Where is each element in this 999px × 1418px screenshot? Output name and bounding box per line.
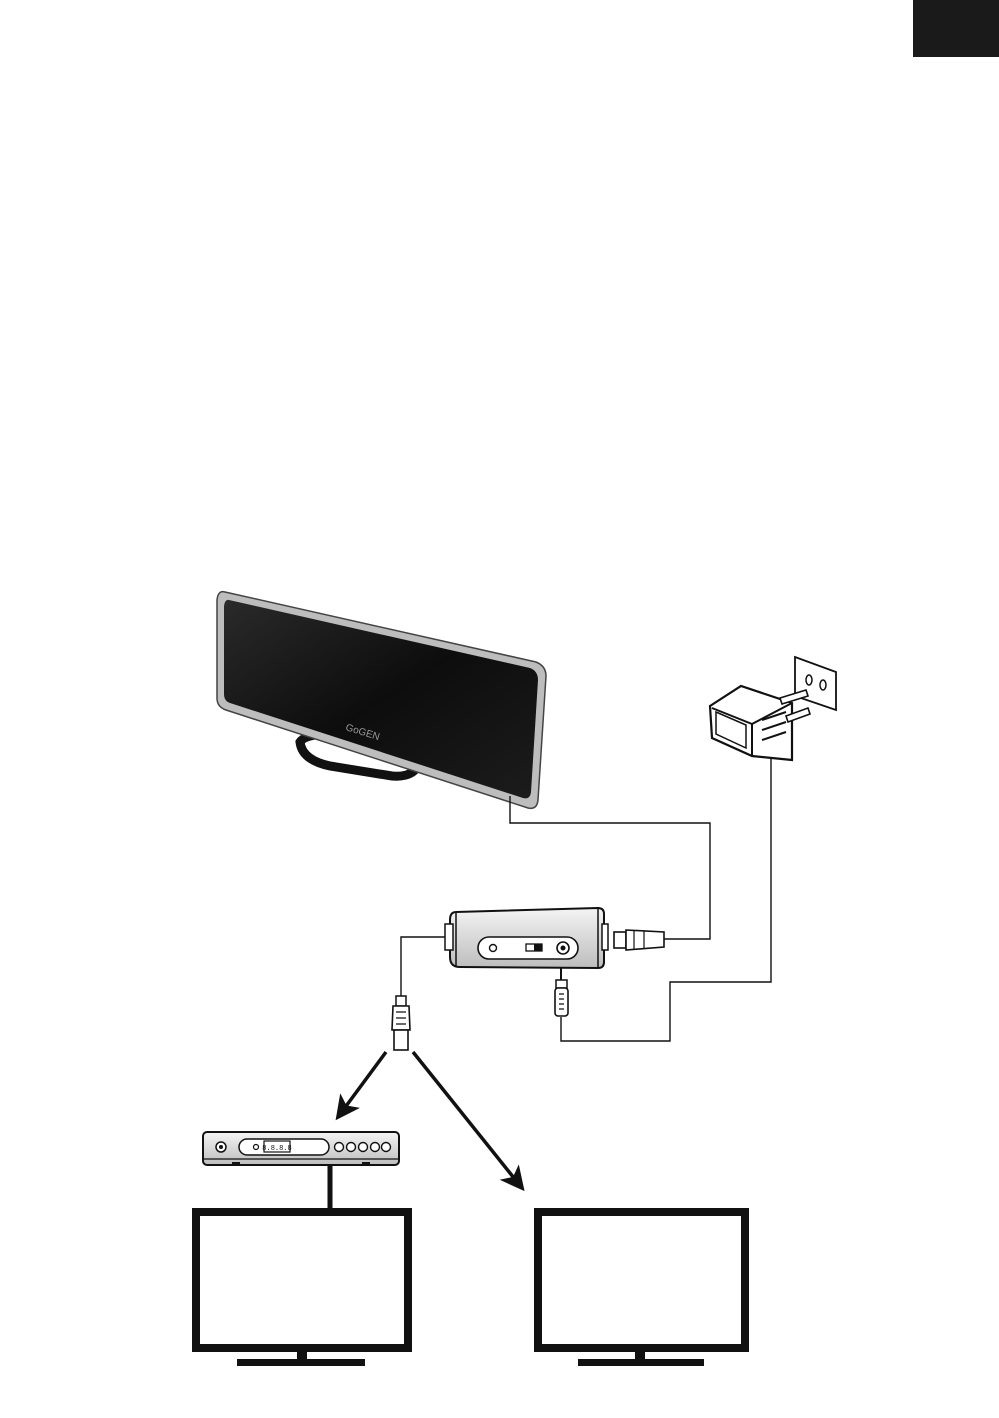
receiver-button-3: [359, 1143, 368, 1152]
amplifier-right-cap: [602, 924, 608, 950]
amplifier: [445, 908, 608, 968]
tv-right-screen: [538, 1212, 745, 1348]
receiver-button-4: [371, 1143, 380, 1152]
amplifier-led: [490, 945, 497, 952]
tv-right-base: [578, 1359, 704, 1366]
tv-left-neck: [297, 1352, 307, 1360]
receiver-button-1: [335, 1143, 344, 1152]
power-cable: [561, 757, 771, 1041]
tv-left-base: [237, 1359, 365, 1366]
power-adapter: [710, 686, 810, 760]
adapter-pin-top: [780, 690, 808, 704]
receiver: 8.8.8.8: [203, 1132, 399, 1166]
output-cable: [401, 937, 448, 996]
antenna: GoGEN: [217, 592, 546, 809]
receiver-display-readout: 8.8.8.8: [262, 1145, 291, 1153]
receiver-button-5: [382, 1143, 391, 1152]
tv-left: [196, 1212, 408, 1366]
arrows: [338, 1052, 522, 1188]
tv-right-neck: [635, 1352, 645, 1360]
arrow-to-receiver: [338, 1052, 386, 1117]
tv-left-screen: [196, 1212, 408, 1348]
wall-socket: [795, 657, 836, 710]
dc-plug: [555, 968, 568, 1016]
arrow-to-tv: [413, 1052, 522, 1188]
coax-plug: [614, 930, 664, 950]
tv-right: [538, 1212, 745, 1366]
receiver-button-2: [347, 1143, 356, 1152]
amplifier-left-cap: [445, 924, 453, 950]
output-connector: [392, 996, 410, 1050]
